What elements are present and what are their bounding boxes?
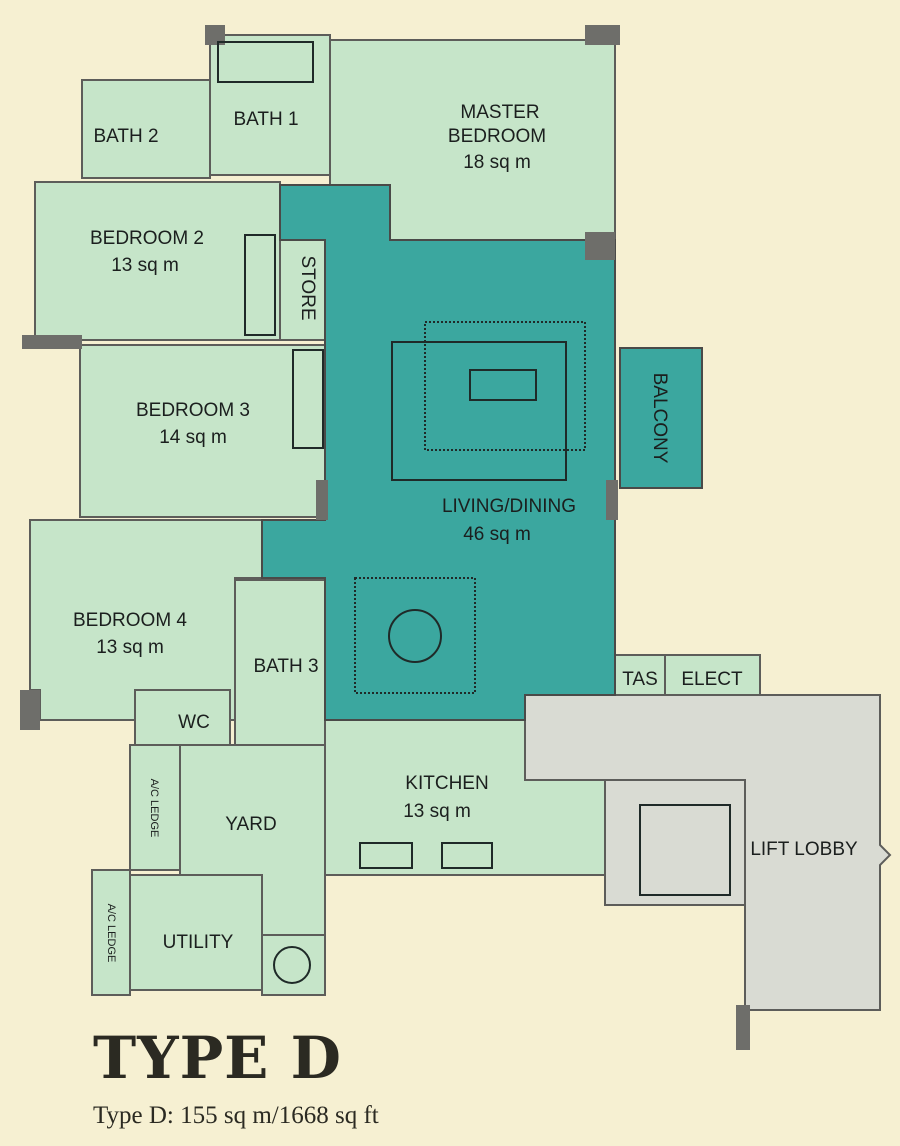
kitchen-area-label: 13 sq m xyxy=(403,801,471,822)
bath2-label: BATH 2 xyxy=(93,126,158,147)
living-dining-label: LIVING/DINING xyxy=(442,496,576,517)
stove xyxy=(441,842,493,869)
bedroom3-label: BEDROOM 3 xyxy=(136,400,250,421)
master-bedroom-label-2: BEDROOM xyxy=(448,126,546,147)
master-bedroom-label: MASTER xyxy=(460,102,539,123)
store-label: STORE xyxy=(297,255,318,320)
bedroom2-area xyxy=(34,181,281,341)
living-dining-area-label: 46 sq m xyxy=(463,524,531,545)
wall xyxy=(585,232,615,260)
bedroom3-area-label: 14 sq m xyxy=(159,427,227,448)
plan-subtitle: Type D: 155 sq m/1668 sq ft xyxy=(93,1102,379,1129)
kitchen-label: KITCHEN xyxy=(405,773,488,794)
wardrobe-bed3 xyxy=(292,349,324,449)
bath1-label: BATH 1 xyxy=(233,109,298,130)
ac-ledge-1-label: A/C LEDGE xyxy=(148,779,160,838)
living-dining-area xyxy=(261,184,616,721)
wall xyxy=(205,25,225,45)
bedroom4-area-label: 13 sq m xyxy=(96,637,164,658)
utility-label: UTILITY xyxy=(163,932,234,953)
wall xyxy=(606,480,618,520)
bathtub xyxy=(217,41,314,83)
plan-title: TYPE D xyxy=(93,1024,342,1092)
living-rug xyxy=(424,321,586,451)
bath2-area xyxy=(81,79,211,179)
wc-area xyxy=(134,689,231,746)
bedroom4-label: BEDROOM 4 xyxy=(73,610,187,631)
wall xyxy=(736,1005,750,1050)
yard-label: YARD xyxy=(225,814,276,835)
coffee-table xyxy=(469,369,537,401)
wall xyxy=(22,335,82,349)
sofa xyxy=(391,341,567,481)
wall xyxy=(585,25,620,45)
sink xyxy=(359,842,413,869)
master-bedroom-area-label: 18 sq m xyxy=(463,152,531,173)
bath1-area xyxy=(209,34,331,176)
lift-core xyxy=(604,779,746,906)
lift-car xyxy=(639,804,731,896)
ac-ledge-2-label: A/C LEDGE xyxy=(105,904,117,963)
service-area xyxy=(261,934,326,996)
balcony-area xyxy=(619,347,703,489)
utility-area xyxy=(129,874,263,991)
elect-label: ELECT xyxy=(681,669,743,690)
washer xyxy=(273,946,311,984)
bedroom3-area xyxy=(79,344,326,518)
lift-lobby-label: LIFT LOBBY xyxy=(750,839,858,860)
dining-table xyxy=(388,609,442,663)
elect-area xyxy=(664,654,761,696)
wall xyxy=(316,480,328,520)
wc-label: WC xyxy=(178,712,210,733)
ac-ledge-1-area xyxy=(129,744,181,871)
dining-rug xyxy=(354,577,476,694)
bedroom2-area-label: 13 sq m xyxy=(111,255,179,276)
bath3-label: BATH 3 xyxy=(253,656,318,677)
bedroom2-label: BEDROOM 2 xyxy=(90,228,204,249)
balcony-label: BALCONY xyxy=(649,373,670,464)
ac-ledge-2-area xyxy=(91,869,131,996)
wall xyxy=(20,690,40,730)
wardrobe-bed2 xyxy=(244,234,276,336)
bath3-area xyxy=(234,579,326,746)
tas-label: TAS xyxy=(622,669,658,690)
